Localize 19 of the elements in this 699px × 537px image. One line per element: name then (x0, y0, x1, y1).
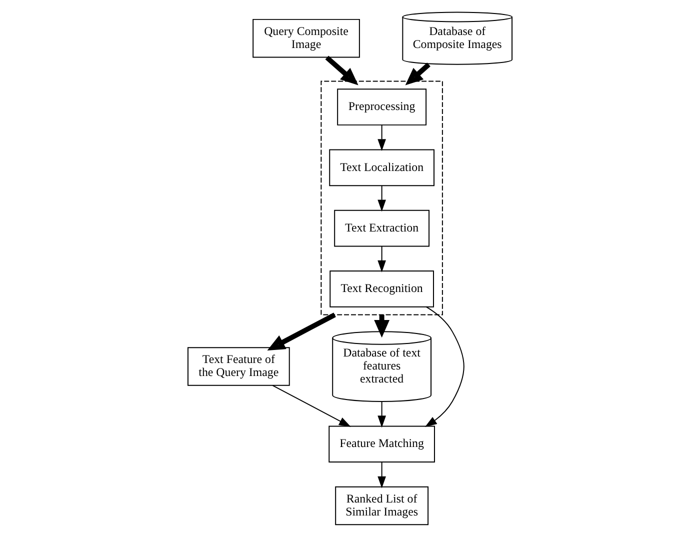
arrow (377, 246, 386, 272)
node-box: Text Feature of the Query Image (186, 347, 290, 386)
arrow (424, 306, 464, 428)
arrow (266, 312, 336, 350)
arrow (404, 62, 430, 86)
arrow (377, 124, 386, 152)
arrow (272, 384, 350, 427)
node-box: Query Composite Image (252, 18, 360, 58)
arrow (377, 401, 386, 428)
node-box: Feature Matching (328, 426, 434, 463)
arrow (324, 56, 358, 86)
node-box: Ranked List of Similar Images (334, 486, 428, 526)
node-box: Text Extraction (334, 210, 430, 247)
node-box: Preprocessing (336, 88, 426, 126)
arrow (377, 185, 386, 212)
node-box: Text Localization (328, 149, 434, 186)
node-box: Text Recognition (329, 270, 434, 308)
arrow (377, 462, 386, 488)
cluster (320, 80, 442, 316)
